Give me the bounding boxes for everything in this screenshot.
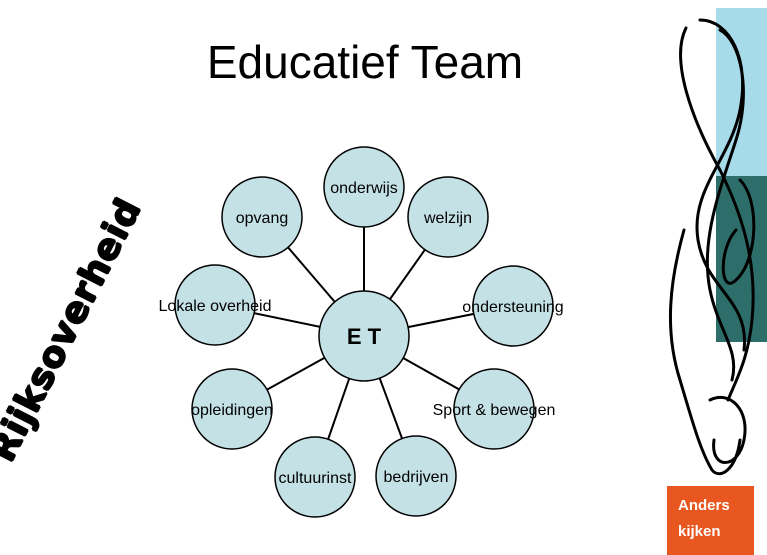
node-6: opleidingen	[191, 368, 273, 450]
node-label-5: cultuurinst	[279, 470, 352, 487]
anders-line-2: kijken	[678, 523, 721, 540]
node-circle-8	[221, 176, 303, 258]
anders-line-1: Anders	[678, 497, 730, 514]
node-5: cultuurinst	[274, 436, 356, 518]
node-0: onderwijs	[323, 146, 405, 228]
node-label-6: opleidingen	[191, 402, 273, 419]
node-circle-6	[191, 368, 273, 450]
node-label-1: welzijn	[423, 210, 472, 227]
node-label-3: Sport & bewegen	[433, 402, 556, 419]
node-8: opvang	[221, 176, 303, 258]
node-circle-4	[375, 435, 457, 517]
node-label-7: Lokale overheid	[159, 298, 272, 315]
node-circle-5	[274, 436, 356, 518]
node-4: bedrijven	[375, 435, 457, 517]
scribble-path	[669, 18, 756, 476]
center-circle	[318, 290, 410, 382]
node-label-4: bedrijven	[384, 469, 449, 486]
node-circle-2	[472, 265, 554, 347]
slide-title: Educatief Team	[206, 36, 524, 88]
node-label-2: ondersteuning	[462, 299, 563, 316]
node-7: Lokale overheid	[159, 264, 272, 346]
node-circle-1	[407, 176, 489, 258]
center-node: E T	[318, 290, 410, 382]
node-circle-7	[174, 264, 256, 346]
node-label-0: onderwijs	[330, 180, 398, 197]
node-circle-3	[453, 368, 535, 450]
node-circle-0	[323, 146, 405, 228]
scribble-drawing	[669, 18, 756, 476]
anders-kijken-button[interactable]: Anders kijken	[667, 486, 754, 555]
node-3: Sport & bewegen	[433, 368, 556, 450]
node-1: welzijn	[407, 176, 489, 258]
node-2: ondersteuning	[462, 265, 564, 347]
center-label: E T	[347, 324, 382, 349]
node-label-8: opvang	[236, 210, 289, 227]
